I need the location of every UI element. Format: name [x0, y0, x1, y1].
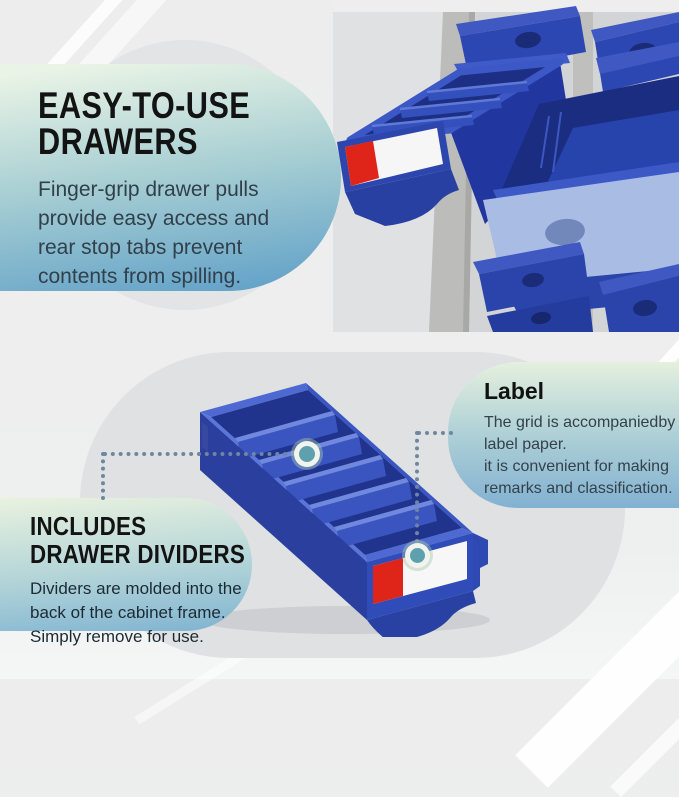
- easy-panel-title: EASY-TO-USE DRAWERS: [38, 85, 251, 162]
- easy-to-use-panel: EASY-TO-USE DRAWERS Finger-grip drawer p…: [0, 64, 341, 291]
- drawer-front-top-center: [456, 6, 586, 74]
- callout-dot-dividers-icon: [299, 446, 315, 462]
- drawer-cabinet-photo: [333, 0, 679, 332]
- connector-line-dividers-vertical: [101, 452, 105, 500]
- drawer-fronts-bottom: [473, 242, 679, 332]
- connector-line-dividers-horizontal: [103, 452, 303, 456]
- dividers-panel-body: Dividers are molded into the back of the…: [30, 579, 242, 646]
- label-panel: Label The grid is accompaniedby label pa…: [448, 362, 679, 508]
- bin-label-red: [373, 558, 403, 604]
- connector-line-label-horizontal: [417, 431, 453, 435]
- open-drawer-right: [483, 42, 679, 316]
- label-panel-title: Label: [484, 378, 545, 404]
- product-infographic: { "panels": { "easy": { "title_lines": […: [0, 0, 679, 679]
- dividers-panel: INCLUDES DRAWER DIVIDERS Dividers are mo…: [0, 498, 252, 646]
- connector-line-label-vertical: [415, 431, 419, 543]
- label-panel-body: The grid is accompaniedby label paper. i…: [484, 414, 676, 497]
- dividers-panel-title: INCLUDES DRAWER DIVIDERS: [30, 511, 246, 569]
- easy-panel-body: Finger-grip drawer pulls provide easy ac…: [38, 178, 270, 288]
- photo-label-red: [345, 141, 379, 186]
- callout-dot-label-icon: [410, 548, 425, 563]
- bin-left-wall: [200, 412, 367, 620]
- drawer-bin-illustration: [200, 383, 490, 637]
- pulled-drawer-with-label: [337, 53, 571, 226]
- bin-dividers: [235, 411, 437, 548]
